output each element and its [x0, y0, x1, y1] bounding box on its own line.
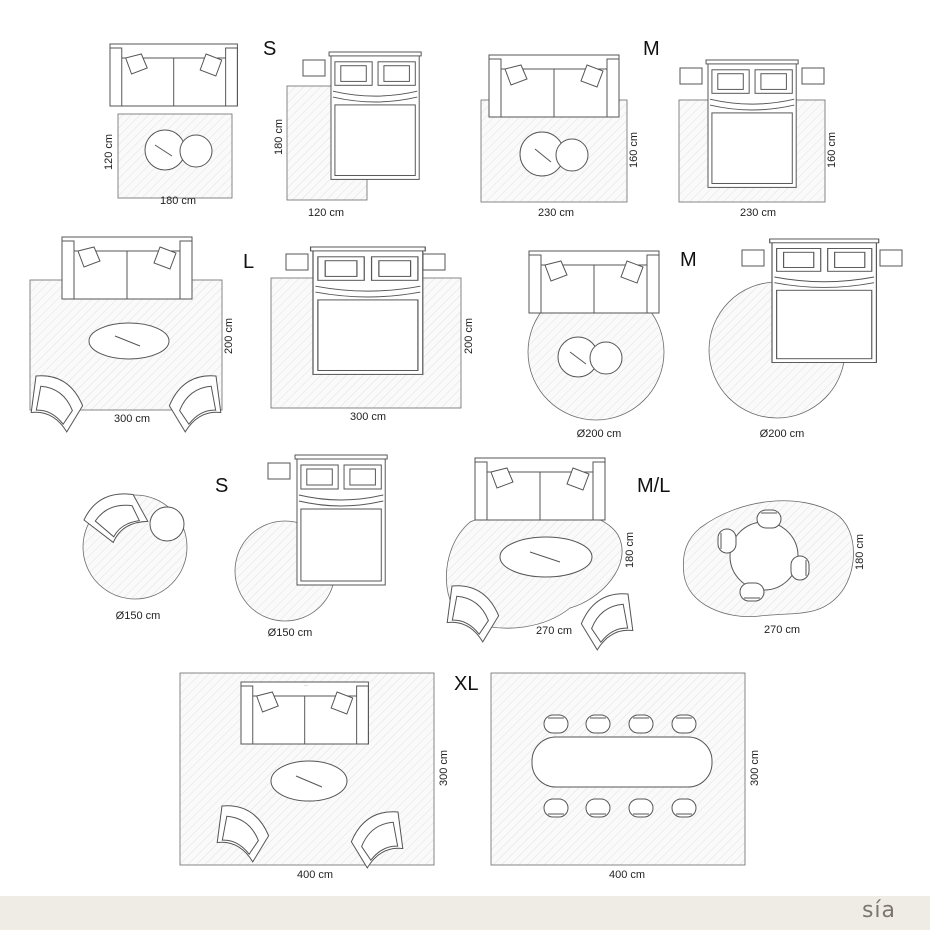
size-label-l: L	[243, 251, 254, 273]
size-label-s: S	[263, 38, 276, 60]
dim-horizontal: 400 cm	[297, 869, 333, 881]
dim-vertical: 200 cm	[463, 318, 475, 354]
plan-sofa-rect-160x230: 160 cm 230 cm	[480, 54, 640, 219]
dim-diameter: Ø150 cm	[116, 610, 161, 622]
plan-sofa-rect-200x300: 200 cm 300 cm	[21, 236, 235, 435]
dim-vertical: 300 cm	[438, 750, 450, 786]
dim-horizontal: 230 cm	[538, 207, 574, 219]
rug-size-diagram: 120 cm 180 cm S 180 cm 120 cm 160 cm 230…	[21, 38, 903, 881]
size-label-m: M	[680, 249, 697, 271]
dim-horizontal: 300 cm	[114, 413, 150, 425]
dim-horizontal: 270 cm	[764, 624, 800, 636]
plan-sofa-organic-180x270: 180 cm 270 cm	[437, 457, 643, 653]
dim-horizontal: 120 cm	[308, 207, 344, 219]
plan-chair-round-150: Ø150 cm	[80, 481, 188, 622]
dim-horizontal: 180 cm	[160, 195, 196, 207]
size-label-ml: M/L	[637, 475, 670, 497]
size-label-xl: XL	[454, 673, 478, 695]
dim-diameter: Ø200 cm	[760, 428, 805, 440]
svg-text:---: ---	[304, 682, 309, 687]
plan-sofa-rect-120x180: 120 cm 180 cm	[103, 43, 238, 207]
plan-dining-rect-300x400: 300 cm 400 cm	[490, 672, 761, 881]
size-label-s: S	[215, 475, 228, 497]
dim-vertical: 180 cm	[273, 119, 285, 155]
plan-sofa-rect-300x400: --- 300 cm 400 cm	[179, 672, 450, 881]
dim-diameter: Ø150 cm	[268, 627, 313, 639]
dim-diameter: Ø200 cm	[577, 428, 622, 440]
plan-dining-organic-180x270: 180 cm 270 cm	[682, 500, 866, 636]
dim-vertical: 180 cm	[624, 532, 636, 568]
dim-vertical: 180 cm	[854, 534, 866, 570]
dim-horizontal: 270 cm	[536, 625, 572, 637]
dim-horizontal: 400 cm	[609, 869, 645, 881]
dim-vertical: 200 cm	[223, 318, 235, 354]
footer-bar: sía	[0, 896, 930, 930]
plan-bed-rect-180x120: 180 cm 120 cm	[273, 51, 422, 219]
dim-vertical: 160 cm	[826, 132, 838, 168]
plan-bed-rect-200x300: 200 cm 300 cm	[270, 246, 475, 423]
plan-bed-round-200: Ø200 cm	[708, 238, 903, 440]
size-label-m: M	[643, 38, 660, 60]
plan-sofa-round-200: Ø200 cm	[527, 250, 665, 440]
dim-vertical: 120 cm	[103, 134, 115, 170]
brand-logo: sía	[861, 898, 896, 923]
dim-horizontal: 300 cm	[350, 411, 386, 423]
dim-vertical: 160 cm	[628, 132, 640, 168]
plan-bed-rect-160x230: 160 cm 230 cm	[678, 59, 838, 219]
dim-vertical: 300 cm	[749, 750, 761, 786]
dim-horizontal: 230 cm	[740, 207, 776, 219]
plan-bed-round-150: Ø150 cm	[234, 454, 388, 639]
